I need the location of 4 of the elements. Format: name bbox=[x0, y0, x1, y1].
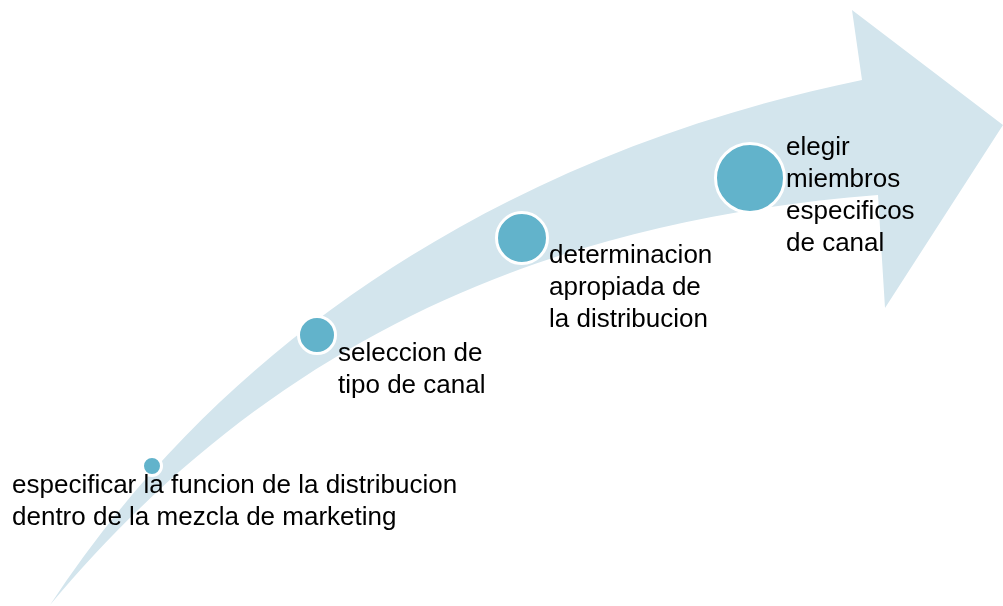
step-label: especificar la funcion de la distribucion dentro de la mezcla de marketing bbox=[12, 468, 459, 532]
step-label: elegir miembros especificos de canal bbox=[786, 130, 916, 258]
step-label: seleccion de tipo de canal bbox=[338, 336, 487, 400]
step-label: determinacion apropiada de la distribucion bbox=[549, 238, 714, 334]
